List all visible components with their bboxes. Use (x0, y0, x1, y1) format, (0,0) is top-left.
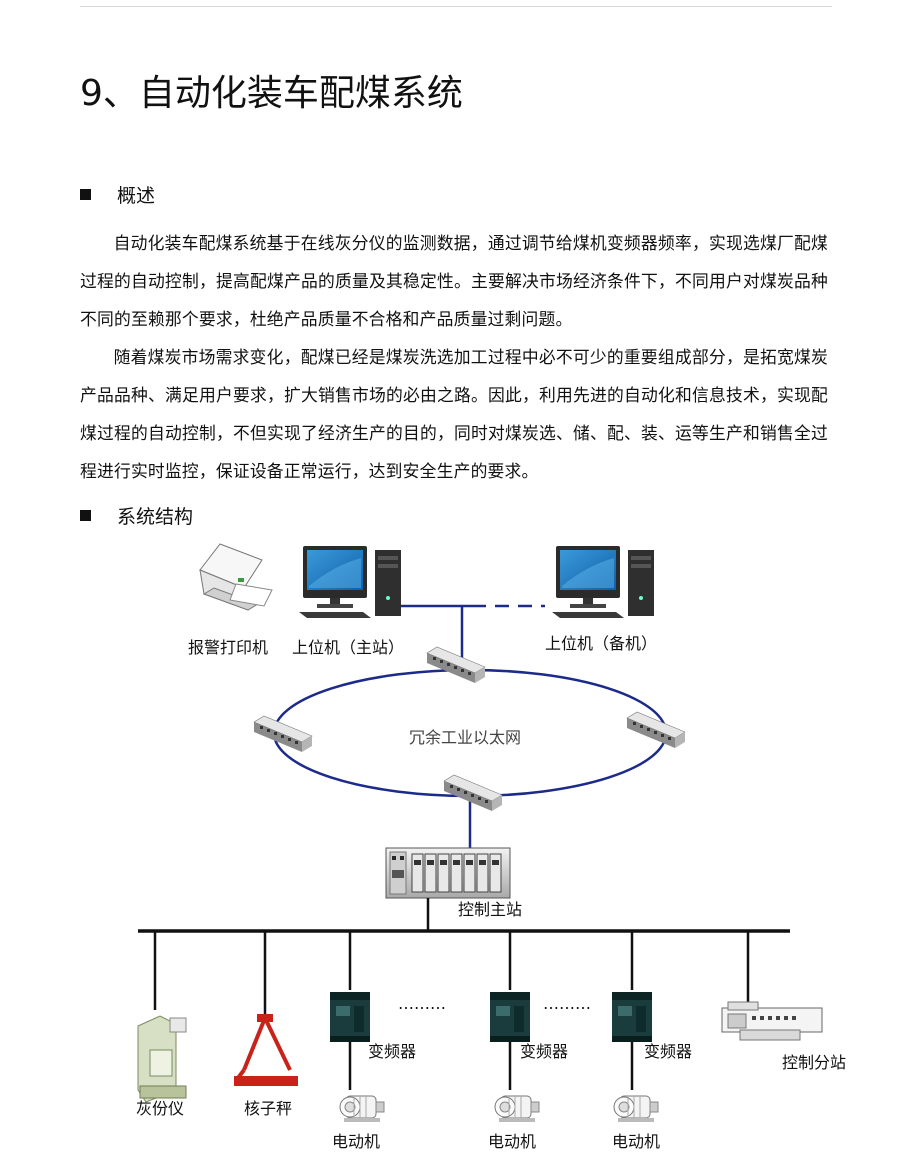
vfd-icon (490, 992, 530, 1042)
vfd-label-2: 变频器 (520, 1042, 568, 1061)
nuclear-scale-label: 核子秤 (244, 1099, 292, 1118)
motor-icon (613, 1095, 659, 1123)
vfd-label-1: 变频器 (368, 1042, 416, 1061)
printer-label: 报警打印机 (188, 638, 268, 657)
host-backup-computer-icon (552, 546, 654, 618)
vfd-icon (330, 992, 370, 1042)
square-bullet-icon (80, 189, 91, 200)
motor-label-1: 电动机 (332, 1132, 380, 1151)
host-main-label: 上位机（主站） (292, 638, 404, 657)
motor-icon (494, 1095, 540, 1123)
nuclear-scale-icon (234, 1014, 298, 1086)
square-bullet-icon (80, 510, 91, 521)
printer-icon (199, 543, 273, 611)
control-main-label: 控制主站 (458, 900, 522, 919)
section-structure-label: 系统结构 (117, 506, 194, 528)
top-rule (80, 6, 832, 7)
ash-analyzer-icon (137, 1015, 187, 1103)
sub-station-label: 控制分站 (782, 1053, 846, 1072)
ellipsis-1: ……… (398, 994, 446, 1013)
switch-icon (253, 715, 313, 753)
control-main-rack-icon (385, 847, 511, 899)
switch-icon (443, 774, 503, 812)
section-overview-label: 概述 (117, 185, 156, 207)
host-main-computer-icon (299, 546, 401, 618)
switch-icon (426, 646, 486, 684)
host-backup-label: 上位机（备机） (545, 634, 657, 653)
motor-label-2: 电动机 (488, 1132, 536, 1151)
section-overview: 概述 (80, 182, 155, 210)
ellipsis-2: ……… (543, 994, 591, 1013)
vfd-label-3: 变频器 (644, 1042, 692, 1061)
vfd-icon (612, 992, 652, 1042)
switch-icon (626, 711, 686, 749)
ash-analyzer-label: 灰份仪 (136, 1099, 184, 1118)
motor-label-3: 电动机 (612, 1132, 660, 1151)
paragraph-1: 自动化装车配煤系统基于在线灰分仪的监测数据，通过调节给煤机变频器频率，实现选煤厂… (80, 233, 828, 329)
control-substation-icon (721, 1001, 823, 1041)
section-structure: 系统结构 (80, 503, 193, 531)
page-title: 9、自动化装车配煤系统 (80, 73, 463, 114)
motor-icon (339, 1095, 385, 1123)
network-label: 冗余工业以太网 (409, 728, 521, 747)
system-structure-diagram: 报警打印机 上位机（主站） 上位机（备机） 冗余工业以太网 控制主站 (136, 543, 846, 1151)
paragraph-2: 随着煤炭市场需求变化，配煤已经是煤炭洗选加工过程中必不可少的重要组成部分，是拓宽… (80, 347, 828, 481)
